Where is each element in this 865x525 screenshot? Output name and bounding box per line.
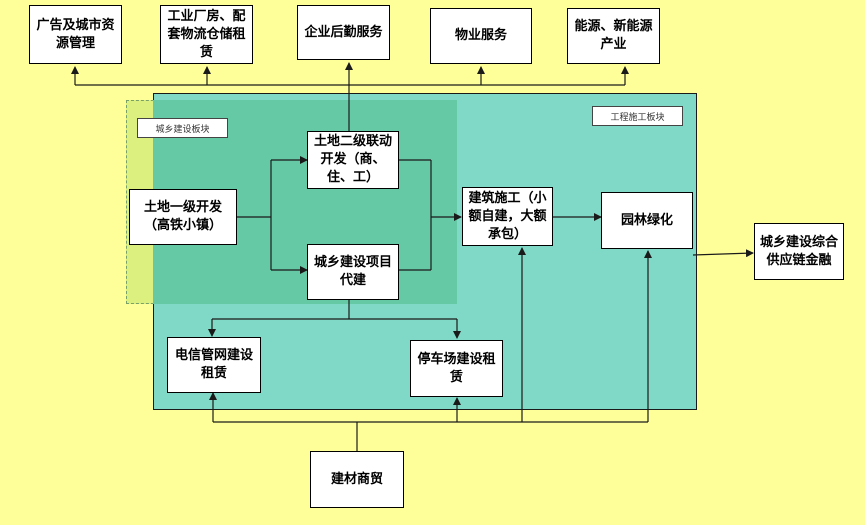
land-secondary-box: 土地二级联动开发（商、住、工）: [307, 131, 399, 189]
urban-rural-region-label: 城乡建设板块: [137, 118, 228, 138]
telecom-box: 电信管网建设租赁: [167, 337, 261, 393]
enterprise-box: 企业后勤服务: [297, 5, 390, 60]
urban-project-box: 城乡建设项目代建: [307, 244, 399, 300]
finance-box: 城乡建设综合供应链金融: [754, 223, 844, 280]
energy-box: 能源、新能源产业: [567, 8, 660, 64]
materials-box: 建材商贸: [310, 451, 404, 508]
engineering-region-label: 工程施工板块: [592, 106, 683, 126]
parking-box: 停车场建设租赁: [410, 340, 503, 397]
property-box: 物业服务: [430, 8, 532, 64]
land-primary-box: 土地一级开发（高铁小镇）: [129, 189, 237, 245]
construction-box: 建筑施工（小额自建，大额承包）: [462, 187, 553, 246]
industrial-box: 工业厂房、配套物流仓储租赁: [160, 5, 253, 64]
landscaping-box: 园林绿化: [601, 192, 693, 249]
arrow-to-finance: [692, 249, 754, 258]
advertising-box: 广告及城市资源管理: [29, 5, 122, 64]
